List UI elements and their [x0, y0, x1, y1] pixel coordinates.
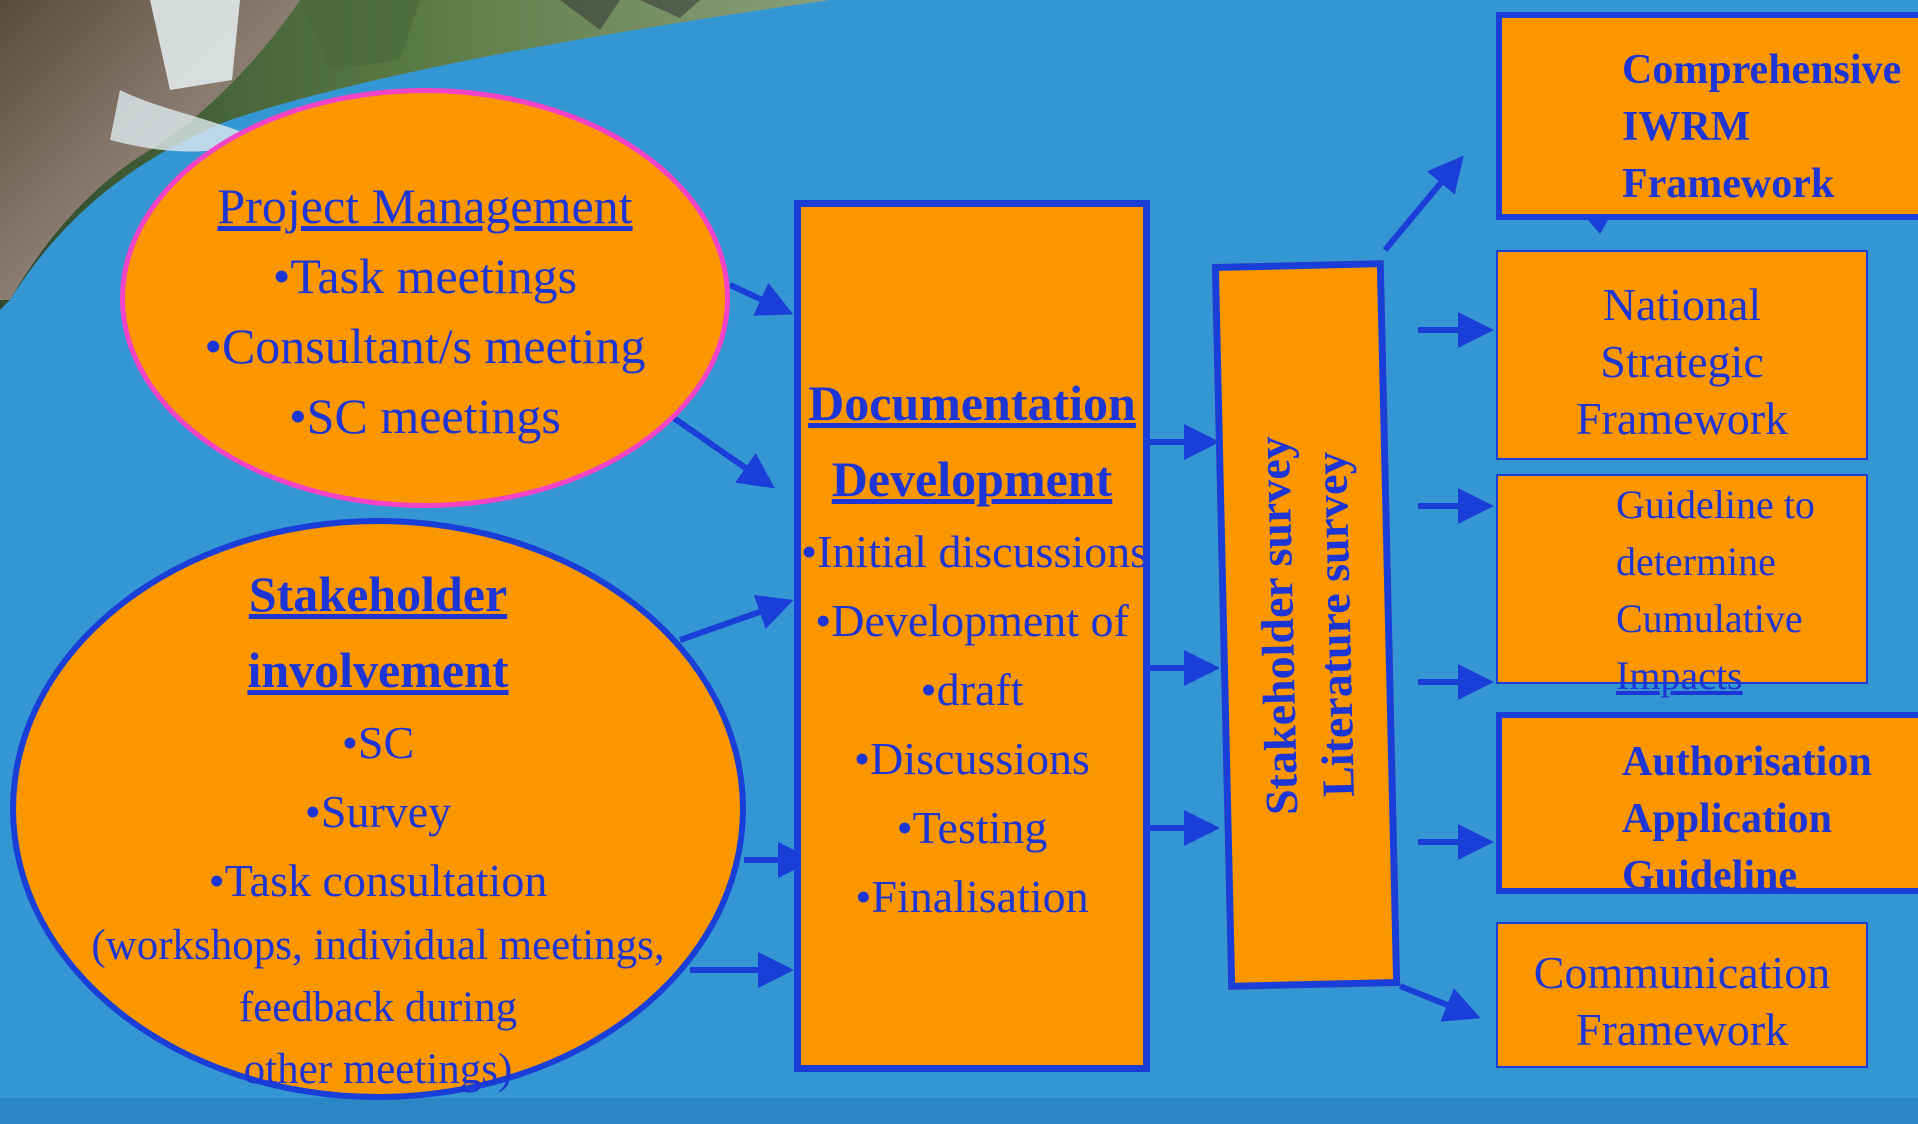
output-auth-line: Authorisation: [1622, 739, 1872, 785]
output-guide-line: determine: [1616, 539, 1776, 584]
project-management-title: Project Management: [217, 178, 633, 234]
stakeholder-item: •Task consultation: [208, 855, 548, 906]
arrow-sh-to-doc-1: [679, 594, 794, 643]
documentation-item: •Initial discussions: [801, 526, 1149, 577]
survey-box: Stakeholder survey Literature survey: [1211, 260, 1401, 990]
output-iwrm-framework: Comprehensive IWRM Framework: [1496, 12, 1918, 220]
output-communication-framework: Communication Framework: [1496, 922, 1868, 1068]
stakeholder-note: feedback during: [238, 984, 518, 1031]
documentation-item: •Finalisation: [855, 871, 1089, 922]
output-guide-line: Impacts: [1616, 653, 1743, 698]
arrow-survey-to-comm: [1398, 983, 1481, 1022]
output-auth-line: Guideline: [1622, 853, 1798, 899]
output-iwrm-line: IWRM: [1622, 104, 1751, 150]
output-guide-line: Guideline to: [1616, 482, 1815, 527]
documentation-item: •Discussions: [854, 733, 1090, 784]
output-authorisation-guideline: Authorisation Application Guideline: [1496, 712, 1918, 899]
stakeholder-title-line1: Stakeholder: [248, 566, 508, 622]
output-iwrm-line: Comprehensive: [1622, 47, 1902, 93]
literature-survey-label: Literature survey: [1305, 451, 1364, 798]
stakeholder-item: •Survey: [304, 786, 452, 837]
arrow-pm-to-doc-1: [728, 282, 794, 316]
arrow-survey-to-iwrm: [1382, 155, 1464, 252]
stakeholder-survey-label: Stakeholder survey: [1247, 435, 1308, 816]
output-iwrm-line: Framework: [1622, 161, 1835, 207]
stakeholder-item: •SC: [341, 717, 415, 768]
survey-text: Stakeholder survey Literature survey: [1245, 434, 1368, 816]
output-guide-line: Cumulative: [1616, 596, 1803, 641]
pm-item: •Consultant/s meeting: [204, 318, 646, 374]
documentation-title-line2: Development: [831, 451, 1113, 507]
stakeholder-title-line2: involvement: [247, 642, 509, 698]
output-national-strategic-framework: National Strategic Framework: [1496, 250, 1868, 460]
documentation-development-box: Documentation Development •Initial discu…: [794, 200, 1150, 1072]
pm-item: •SC meetings: [289, 388, 561, 444]
iwrm-notch: [1588, 220, 1608, 234]
bottom-band: [0, 1098, 1918, 1124]
documentation-item: •Testing: [896, 802, 1048, 853]
arrow-pm-to-doc-2: [666, 411, 775, 489]
project-management-ellipse: Project Management •Task meetings •Consu…: [120, 88, 730, 508]
output-comm-line: Communication: [1533, 947, 1831, 998]
documentation-title-line1: Documentation: [808, 375, 1136, 431]
output-cumulative-impacts-guideline: Guideline to determine Cumulative Impact…: [1496, 474, 1868, 698]
stakeholder-note: other meetings): [243, 1046, 513, 1093]
output-auth-line: Application: [1622, 796, 1833, 842]
stakeholder-involvement-ellipse: Stakeholder involvement •SC •Survey •Tas…: [10, 518, 746, 1100]
documentation-item: •Development of: [815, 595, 1129, 646]
stakeholder-note: (workshops, individual meetings,: [91, 922, 665, 969]
documentation-item: •draft: [920, 664, 1024, 715]
output-nsf-line: National: [1602, 279, 1762, 330]
output-comm-line: Framework: [1575, 1004, 1789, 1055]
output-nsf-line: Framework: [1575, 393, 1789, 444]
pm-item: •Task meetings: [272, 248, 578, 304]
output-nsf-line: Strategic: [1600, 336, 1764, 387]
